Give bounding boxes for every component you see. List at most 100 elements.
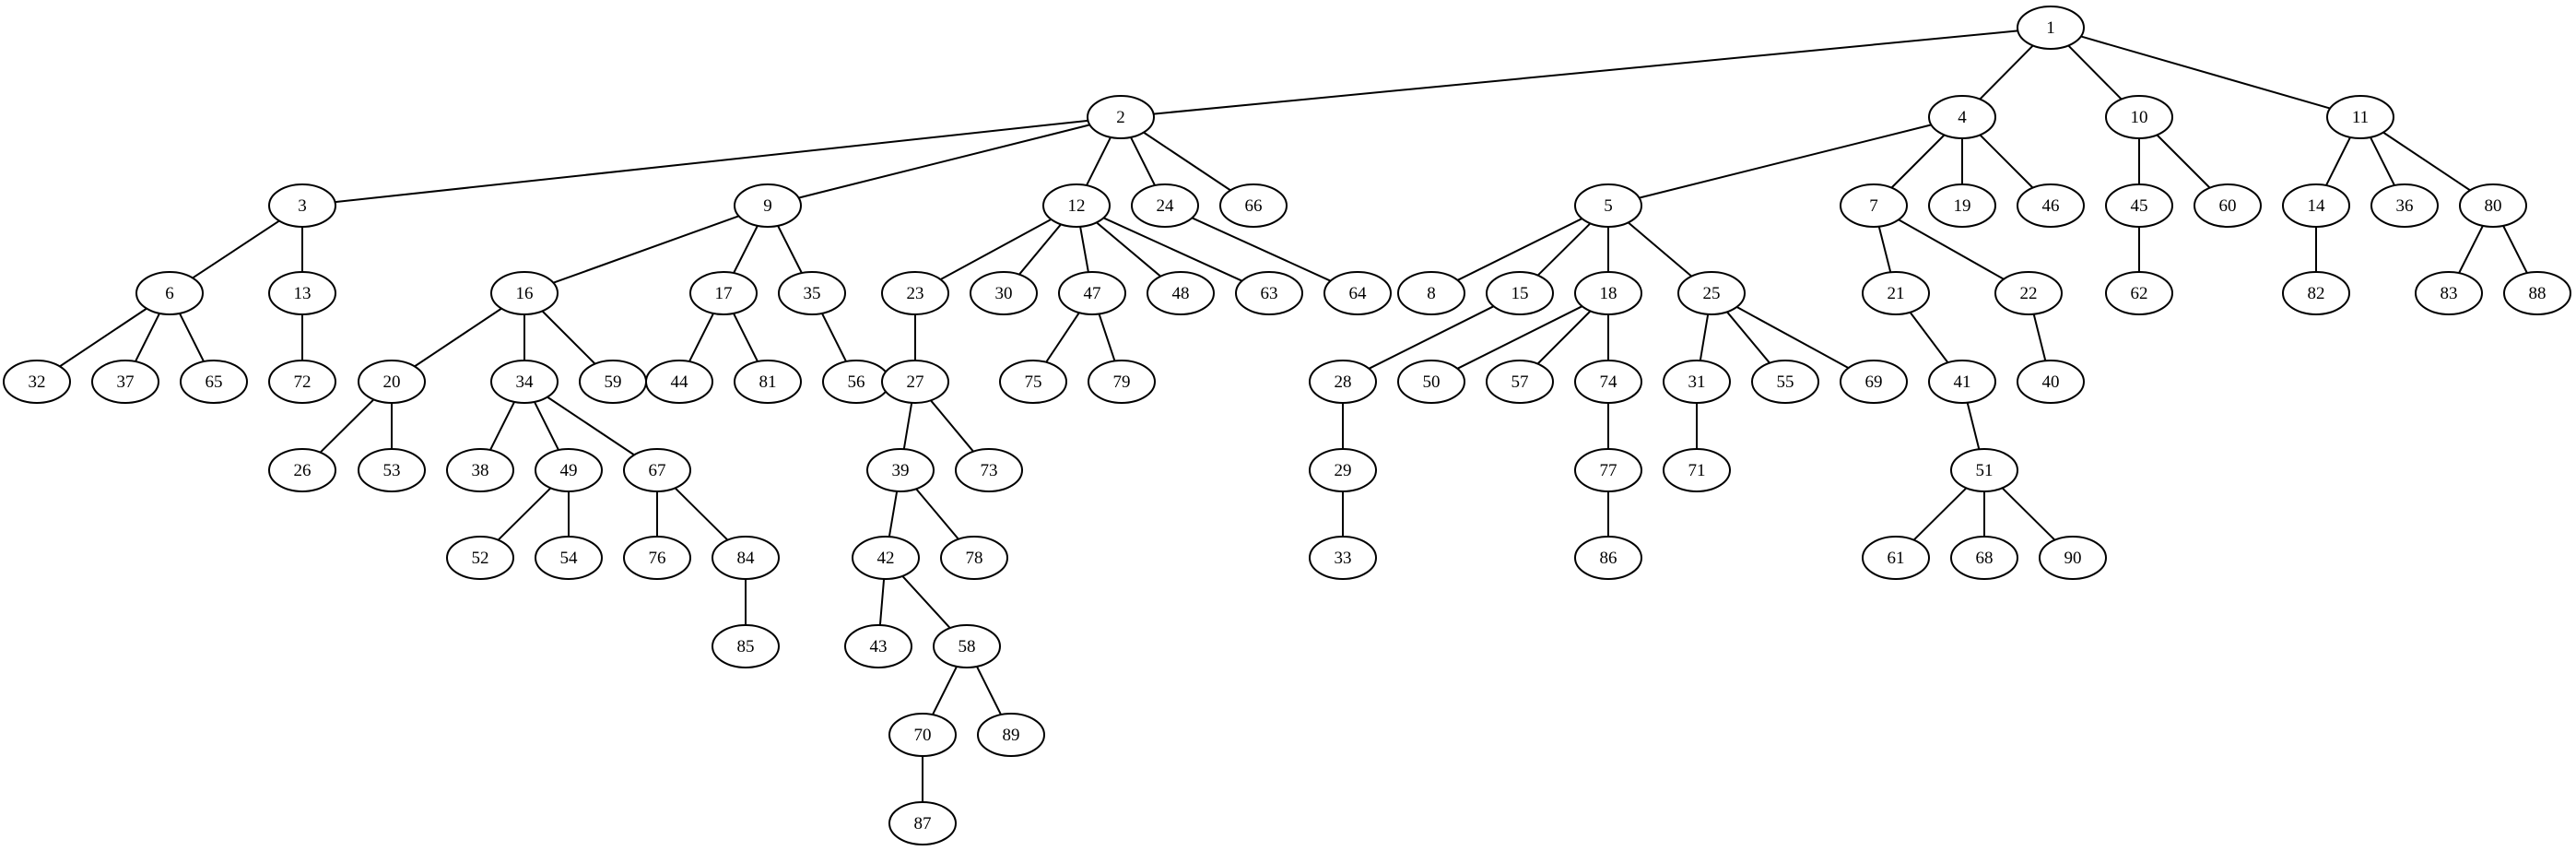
tree-node-87: 87 bbox=[888, 801, 957, 845]
node-label: 69 bbox=[1865, 372, 1883, 392]
tree-node-86: 86 bbox=[1574, 536, 1642, 580]
edge-12-23 bbox=[939, 219, 1053, 280]
node-ellipse bbox=[852, 536, 920, 580]
node-label: 89 bbox=[1003, 726, 1020, 745]
edge-6-65 bbox=[179, 313, 205, 362]
node-ellipse bbox=[446, 536, 514, 580]
edge-1-4 bbox=[1979, 44, 2034, 100]
node-label: 84 bbox=[737, 549, 756, 568]
node-label: 9 bbox=[763, 196, 772, 216]
tree-node-41: 41 bbox=[1928, 360, 1996, 404]
node-label: 67 bbox=[649, 461, 666, 480]
node-label: 86 bbox=[1600, 549, 1617, 568]
node-ellipse bbox=[1928, 360, 1996, 404]
node-ellipse bbox=[2105, 95, 2173, 139]
node-label: 56 bbox=[848, 372, 865, 392]
node-ellipse bbox=[1088, 360, 1156, 404]
node-ellipse bbox=[358, 448, 426, 492]
node-ellipse bbox=[2459, 183, 2527, 228]
node-label: 42 bbox=[877, 549, 895, 568]
tree-node-85: 85 bbox=[712, 624, 780, 668]
tree-node-9: 9 bbox=[734, 183, 802, 228]
tree-node-29: 29 bbox=[1309, 448, 1377, 492]
edge-4-5 bbox=[1639, 124, 1932, 199]
node-label: 61 bbox=[1888, 549, 1905, 568]
node-ellipse bbox=[623, 448, 691, 492]
tree-node-2: 2 bbox=[1087, 95, 1155, 139]
node-ellipse bbox=[1862, 536, 1930, 580]
node-label: 70 bbox=[914, 726, 932, 745]
node-label: 45 bbox=[2131, 196, 2148, 216]
tree-node-80: 80 bbox=[2459, 183, 2527, 228]
node-label: 8 bbox=[1427, 284, 1436, 303]
node-ellipse bbox=[2282, 183, 2350, 228]
tree-node-51: 51 bbox=[1950, 448, 2018, 492]
edge-58-70 bbox=[932, 666, 958, 715]
edge-1-11 bbox=[2080, 35, 2331, 110]
tree-node-77: 77 bbox=[1574, 448, 1642, 492]
tree-node-47: 47 bbox=[1058, 271, 1126, 315]
node-ellipse bbox=[268, 183, 336, 228]
tree-node-34: 34 bbox=[490, 360, 559, 404]
tree-node-74: 74 bbox=[1574, 360, 1642, 404]
node-label: 75 bbox=[1025, 372, 1042, 392]
node-ellipse bbox=[1574, 183, 1642, 228]
node-label: 29 bbox=[1335, 461, 1352, 480]
node-label: 19 bbox=[1954, 196, 1971, 216]
node-ellipse bbox=[881, 360, 949, 404]
node-label: 1 bbox=[2046, 18, 2055, 38]
tree-node-46: 46 bbox=[2017, 183, 2085, 228]
edge-9-16 bbox=[553, 215, 739, 284]
node-label: 71 bbox=[1688, 461, 1706, 480]
node-ellipse bbox=[940, 536, 1008, 580]
node-label: 26 bbox=[294, 461, 312, 480]
tree-node-13: 13 bbox=[268, 271, 336, 315]
node-label: 30 bbox=[995, 284, 1013, 303]
node-label: 10 bbox=[2131, 108, 2148, 127]
node-ellipse bbox=[1309, 536, 1377, 580]
node-label: 34 bbox=[516, 372, 535, 392]
node-ellipse bbox=[866, 448, 935, 492]
tree-node-57: 57 bbox=[1486, 360, 1554, 404]
tree-node-65: 65 bbox=[180, 360, 248, 404]
node-ellipse bbox=[268, 360, 336, 404]
edge-3-6 bbox=[192, 219, 280, 279]
node-label: 83 bbox=[2441, 284, 2458, 303]
tree-node-58: 58 bbox=[933, 624, 1001, 668]
edge-11-36 bbox=[2370, 136, 2395, 186]
tree-node-7: 7 bbox=[1840, 183, 1908, 228]
node-ellipse bbox=[881, 271, 949, 315]
node-ellipse bbox=[1397, 271, 1465, 315]
node-label: 46 bbox=[2042, 196, 2060, 216]
node-label: 12 bbox=[1068, 196, 1086, 216]
tree-node-67: 67 bbox=[623, 448, 691, 492]
node-label: 35 bbox=[804, 284, 821, 303]
edge-80-88 bbox=[2502, 225, 2528, 274]
tree-node-79: 79 bbox=[1088, 360, 1156, 404]
tree-node-48: 48 bbox=[1147, 271, 1215, 315]
edge-41-51 bbox=[1966, 402, 1981, 450]
tree-node-21: 21 bbox=[1862, 271, 1930, 315]
node-ellipse bbox=[778, 271, 846, 315]
node-label: 28 bbox=[1335, 372, 1352, 392]
node-ellipse bbox=[1147, 271, 1215, 315]
node-ellipse bbox=[2194, 183, 2262, 228]
node-label: 16 bbox=[516, 284, 534, 303]
node-ellipse bbox=[358, 360, 426, 404]
node-ellipse bbox=[1309, 448, 1377, 492]
tree-node-36: 36 bbox=[2370, 183, 2439, 228]
node-ellipse bbox=[1928, 95, 1996, 139]
tree-node-27: 27 bbox=[881, 360, 949, 404]
node-label: 90 bbox=[2064, 549, 2082, 568]
node-ellipse bbox=[734, 183, 802, 228]
node-ellipse bbox=[734, 360, 802, 404]
edge-39-42 bbox=[888, 491, 899, 538]
node-label: 72 bbox=[294, 372, 312, 392]
tree-node-10: 10 bbox=[2105, 95, 2173, 139]
node-ellipse bbox=[535, 448, 603, 492]
node-label: 24 bbox=[1157, 196, 1175, 216]
tree-node-83: 83 bbox=[2415, 271, 2483, 315]
node-label: 50 bbox=[1423, 372, 1441, 392]
node-label: 5 bbox=[1604, 196, 1613, 216]
